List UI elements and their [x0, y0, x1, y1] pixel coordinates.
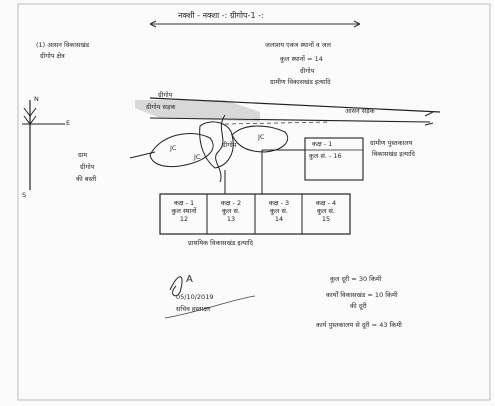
room-3-sub: कुल सं. — [270, 207, 288, 216]
road-label-top-left: ग्रीगोप — [158, 91, 173, 99]
compass-north-label: N — [34, 95, 39, 103]
signature-initial: A — [186, 274, 193, 285]
right-note-line-4: ग्रामीण विकासखंड इत्यादि — [270, 78, 331, 86]
blob-center-label: JC — [194, 153, 201, 161]
left-note-line-1: (1) आसन विकासखंड — [36, 41, 90, 49]
room-1-sub: कुल स्थानों — [171, 207, 197, 216]
road-shading — [135, 100, 260, 122]
blob-right-label: JC — [258, 133, 265, 141]
page-title: नक्शी - नक्शा -: ग्रीगोप-1 -: — [178, 11, 264, 20]
road-line-mid — [149, 117, 431, 123]
right-box-line-1: कक्ष - 1 — [312, 140, 333, 148]
road-line-top — [149, 97, 441, 113]
room-3-title: कक्ष - 3 — [268, 199, 290, 207]
blob-left-label: JC — [170, 144, 177, 152]
blob-left — [149, 133, 214, 168]
road-arrow — [424, 111, 434, 126]
right-note-line-3: ग्रीगोप — [300, 67, 315, 75]
right-box-caption-2: विकासखंड इत्यादि — [372, 150, 415, 158]
room-1-title: कक्ष - 1 — [173, 199, 195, 207]
blob-right — [231, 125, 289, 153]
room-3: कक्ष - 3 कुल सं. 14 — [257, 199, 301, 223]
blob-center — [199, 121, 234, 169]
room-4: कक्ष - 4 कुल सं. 15 — [304, 199, 348, 223]
summary-line-3: कार्य पुस्तकालय से दूरी = 43 किमी — [316, 321, 402, 329]
signature-name: सचिव हस्ताक्षर — [176, 305, 211, 313]
room-4-sub: कुल सं. — [317, 207, 335, 216]
room-3-count: 14 — [274, 215, 284, 224]
road-dashed — [224, 121, 331, 125]
village-label-line-2: ग्रीगोप — [80, 163, 95, 171]
signature-scribble — [169, 276, 183, 297]
room-4-title: कक्ष - 4 — [315, 199, 337, 207]
road-label-right: आसन सड़क — [345, 107, 375, 115]
room-2-sub: कुल सं. — [222, 207, 240, 216]
compass-south-label: S — [22, 191, 27, 199]
winding-label: ग्रीगोप — [222, 141, 237, 149]
room-2: कक्ष - 2 कुल सं. 13 — [209, 199, 253, 223]
right-box-caption-1: ग्रामीण पुस्तकालय — [370, 139, 413, 147]
signature-date: 05/10/2019 — [176, 293, 214, 301]
compass-arrow — [23, 107, 37, 125]
title-arrow-left — [149, 20, 157, 28]
village-label-line-3: की बस्ती — [76, 175, 97, 183]
winding-path — [215, 114, 226, 183]
right-note-line-1: जलाशय एकत्र स्थानों व जल — [265, 41, 331, 49]
right-note-line-2: कुल स्थानों = 14 — [280, 55, 323, 63]
village-label-line-1: ग्राम — [78, 151, 88, 159]
page-border — [17, 3, 491, 401]
room-4-count: 15 — [321, 215, 331, 224]
room-2-title: कक्ष - 2 — [220, 199, 242, 207]
room-2-count: 13 — [226, 215, 236, 224]
summary-line-1: कुल दूरी = 30 किमी — [330, 275, 382, 283]
summary-line-2a: कार्यों विकासखंड = 10 किमी — [326, 291, 398, 299]
road-label-small: ग्रीगोप सड़क — [146, 103, 176, 111]
village-pointer — [129, 151, 156, 159]
summary-line-2b: की दूरी — [350, 302, 367, 310]
left-note-line-2: ग्रीगोप क्षेत्र — [40, 52, 65, 60]
title-arrow-right — [353, 20, 361, 28]
compass-east-label: E — [66, 119, 71, 127]
rooms-caption: प्राथमिक विकासखंड इत्यादि — [188, 239, 254, 247]
room-1: कक्ष - 1 कुल स्थानों 12 — [162, 199, 206, 223]
room-1-count: 12 — [179, 215, 189, 224]
right-box — [304, 137, 364, 181]
signature-underline — [164, 295, 256, 319]
right-box-line-2: कुल सं. - 16 — [309, 152, 342, 160]
